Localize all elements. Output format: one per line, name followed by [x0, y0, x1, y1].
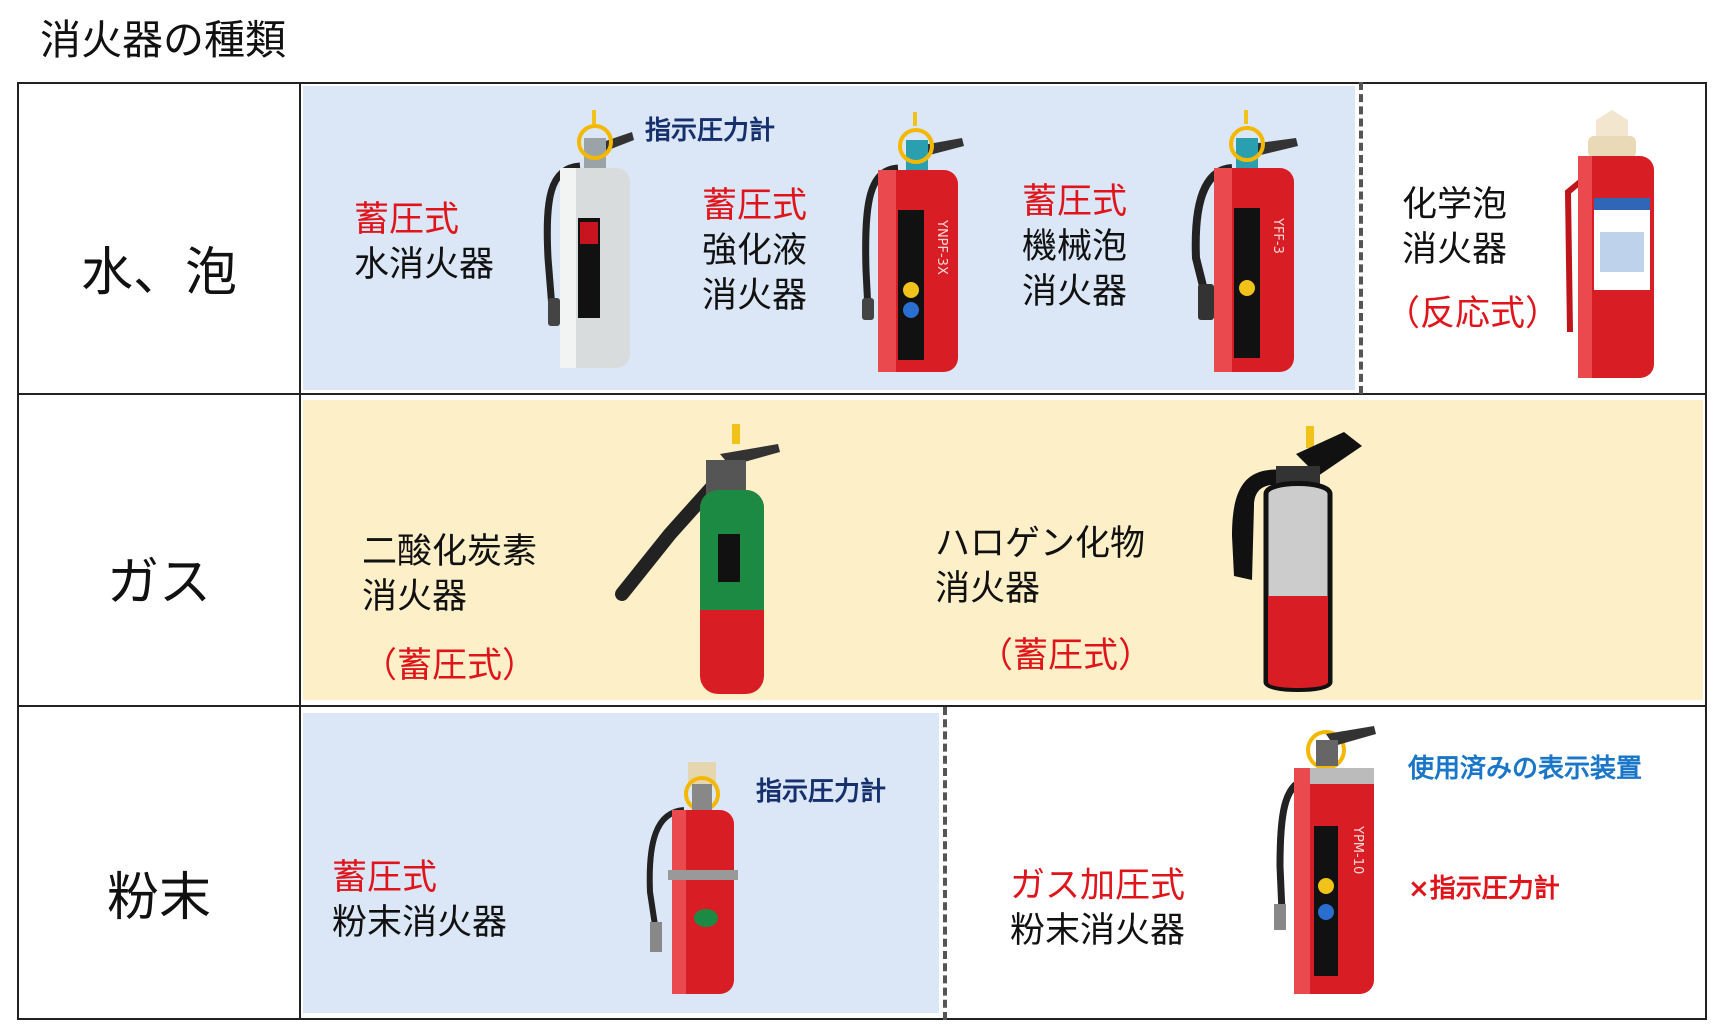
stored-pressure-panel-water	[303, 86, 1355, 390]
name-label-line1: ハロゲン化物	[935, 524, 1146, 564]
name-label: 粉末消火器	[332, 903, 508, 943]
no-pressure-gauge-label: ×指示圧力計	[1408, 874, 1560, 904]
foam-extinguisher-label: 蓄圧式 機械泡 消火器	[1022, 180, 1127, 315]
chemical-foam-extinguisher-image	[1560, 102, 1670, 380]
type-label: 蓄圧式	[332, 858, 438, 898]
type-label: 蓄圧式	[1022, 182, 1128, 222]
row-divider-2	[17, 705, 1707, 707]
dashed-divider-powder	[943, 707, 947, 1020]
name-label-line1: 強化液	[702, 231, 808, 271]
name-label-line2: 消火器	[1402, 230, 1508, 270]
gas-pressure-powder-label: ガス加圧式 粉末消火器	[1010, 864, 1185, 954]
strong-liquid-extinguisher-label: 蓄圧式 強化液 消火器	[702, 184, 807, 319]
name-label-line2: 消火器	[1022, 272, 1128, 312]
gas-pressure-powder-extinguisher-image: YPM-10	[1268, 716, 1388, 996]
type-label: 蓄圧式	[354, 200, 460, 240]
name-label-line2: 消火器	[362, 577, 468, 617]
water-extinguisher-image	[540, 108, 640, 370]
table-frame	[17, 82, 1707, 1020]
halogen-extinguisher-label: ハロゲン化物 消火器	[935, 522, 1145, 612]
model-label: YPM-10	[1350, 825, 1365, 874]
model-label: YNPF-3X	[934, 219, 949, 275]
co2-extinguisher-image	[610, 424, 790, 696]
row-divider-1	[17, 393, 1707, 395]
pressure-gauge-label-water: 指示圧力計	[645, 116, 776, 146]
model-label: YFF-3	[1270, 217, 1285, 254]
stored-powder-extinguisher-image	[642, 762, 742, 996]
type-label: 蓄圧式	[702, 186, 808, 226]
foam-extinguisher-image: YFF-3	[1184, 108, 1304, 374]
water-extinguisher-label: 蓄圧式 水消火器	[354, 198, 494, 288]
name-label-line1: 化学泡	[1402, 185, 1508, 225]
co2-type-label: （蓄圧式）	[362, 646, 538, 686]
chemical-foam-type-label: （反応式）	[1385, 294, 1561, 334]
gas-panel	[303, 400, 1703, 700]
name-label-line2: 消火器	[935, 569, 1041, 609]
name-label-line1: 機械泡	[1022, 227, 1128, 267]
stored-pressure-panel-powder	[303, 713, 939, 1013]
stored-powder-label: 蓄圧式 粉末消火器	[332, 856, 507, 946]
name-label: 粉末消火器	[1010, 911, 1186, 951]
category-powder: 粉末	[106, 868, 211, 928]
name-label-line2: 消火器	[702, 276, 808, 316]
used-indicator-label: 使用済みの表示装置	[1408, 754, 1643, 784]
co2-extinguisher-label: 二酸化炭素 消火器	[362, 530, 537, 620]
category-gas: ガス	[106, 553, 211, 613]
category-water-foam: 水、泡	[80, 243, 237, 303]
halogen-type-label: （蓄圧式）	[978, 636, 1154, 676]
strong-liquid-extinguisher-image: YNPF-3X	[858, 110, 968, 374]
chemical-foam-label: 化学泡 消火器	[1402, 183, 1507, 273]
pressure-gauge-label-powder: 指示圧力計	[756, 777, 887, 807]
category-divider	[299, 82, 301, 1020]
name-label-line1: 二酸化炭素	[362, 532, 538, 572]
name-label: 水消火器	[354, 245, 495, 285]
dashed-divider-water	[1359, 82, 1363, 394]
page-title: 消火器の種類	[40, 16, 286, 64]
halogen-extinguisher-image	[1226, 426, 1366, 696]
type-label: ガス加圧式	[1010, 866, 1186, 906]
